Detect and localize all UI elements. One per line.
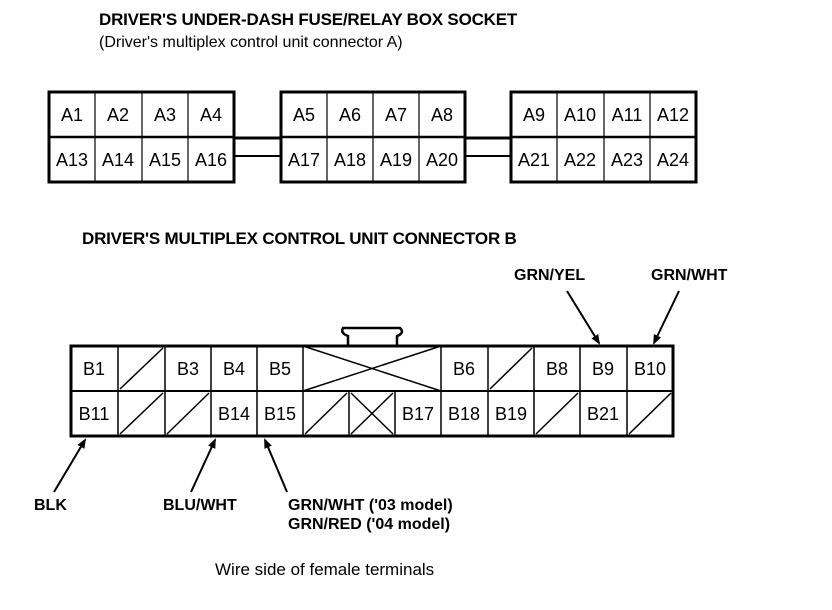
connector-b-title: DRIVER'S MULTIPLEX CONTROL UNIT CONNECTO… [82, 229, 517, 248]
arrow-b9 [566, 290, 601, 345]
connector-a-block-1: A1 A2 A3 A4 A13 A14 A15 A16 [47, 90, 236, 184]
unused-terminal-slash [304, 392, 348, 435]
connector-a-block-2: A5 A6 A7 A8 A17 A18 A19 A20 [279, 90, 467, 184]
caption: Wire side of female terminals [215, 560, 435, 579]
terminal-b1: B1 [83, 359, 105, 379]
connector-a-links [234, 136, 511, 157]
terminal-a11: A11 [612, 105, 643, 125]
wire-label-b9: GRN/YEL [514, 267, 586, 284]
terminal-b3: B3 [177, 359, 199, 379]
wire-label-b15-line1: GRN/WHT ('03 model) [288, 497, 453, 514]
terminal-b8: B8 [546, 359, 568, 379]
terminal-b17: B17 [402, 404, 434, 424]
terminal-a23: A23 [611, 150, 643, 170]
terminal-a5: A5 [293, 105, 315, 125]
wire-label-b14: BLU/WHT [163, 497, 237, 514]
terminal-a14: A14 [102, 150, 134, 170]
terminal-a12: A12 [657, 105, 689, 125]
terminal-b10: B10 [634, 359, 666, 379]
terminal-a13: A13 [56, 150, 88, 170]
connector-a-title: DRIVER'S UNDER-DASH FUSE/RELAY BOX SOCKE… [99, 10, 518, 29]
wire-label-b11: BLK [34, 497, 67, 514]
connector-a-subtitle: (Driver's multiplex control unit connect… [99, 34, 403, 51]
terminal-b14: B14 [218, 404, 250, 424]
terminal-b15: B15 [264, 404, 296, 424]
terminal-a15: A15 [149, 150, 181, 170]
terminal-b18: B18 [448, 404, 480, 424]
terminal-a1: A1 [61, 105, 83, 125]
terminal-a16: A16 [195, 150, 227, 170]
top-row-dividers [117, 346, 628, 391]
terminal-b11: B11 [79, 404, 110, 424]
terminal-a9: A9 [523, 105, 545, 125]
connector-a-block-3: A9 A10 A11 A12 A21 A22 A23 A24 [509, 90, 698, 184]
arrow-b10 [653, 290, 680, 345]
connector-b: B1 B3 B4 B5 B6 B8 B9 B10 B11 B14 B15 B17… [69, 326, 675, 438]
terminal-a21: A21 [518, 150, 550, 170]
terminal-a3: A3 [154, 105, 176, 125]
unused-terminal-slash [166, 392, 210, 435]
terminal-a8: A8 [431, 105, 453, 125]
terminal-b4: B4 [223, 359, 245, 379]
bottom-row-dividers [117, 391, 628, 436]
unused-terminal-slash [628, 392, 672, 435]
unused-terminal-slash [119, 347, 164, 390]
blocked-area-cross [302, 345, 442, 392]
terminal-a17: A17 [288, 150, 320, 170]
unused-terminal-slash [535, 392, 579, 435]
terminal-a2: A2 [107, 105, 129, 125]
terminal-a19: A19 [380, 150, 412, 170]
terminal-b21: B21 [587, 404, 619, 424]
terminal-a20: A20 [426, 150, 458, 170]
terminal-a22: A22 [564, 150, 596, 170]
terminal-b19: B19 [495, 404, 527, 424]
lock-tab [340, 326, 404, 346]
arrow-b14 [190, 438, 216, 493]
terminal-a24: A24 [657, 150, 689, 170]
wire-arrows [53, 290, 680, 493]
terminal-a4: A4 [200, 105, 222, 125]
terminal-b5: B5 [269, 359, 291, 379]
terminal-a7: A7 [385, 105, 407, 125]
arrow-b11 [53, 438, 87, 493]
unused-terminal-slash [119, 392, 164, 435]
terminal-a18: A18 [334, 150, 366, 170]
arrow-b15 [264, 438, 288, 493]
terminal-b9: B9 [592, 359, 614, 379]
connector-a: A1 A2 A3 A4 A13 A14 A15 A16 A5 A6 A7 A8 … [47, 90, 698, 184]
unused-terminal-cross [350, 392, 394, 435]
terminal-a10: A10 [564, 105, 596, 125]
wire-label-b15-line2: GRN/RED ('04 model) [288, 516, 451, 533]
wire-label-b10: GRN/WHT [651, 267, 728, 284]
terminal-b6: B6 [453, 359, 475, 379]
terminal-a6: A6 [339, 105, 361, 125]
unused-terminal-slash [489, 347, 533, 390]
